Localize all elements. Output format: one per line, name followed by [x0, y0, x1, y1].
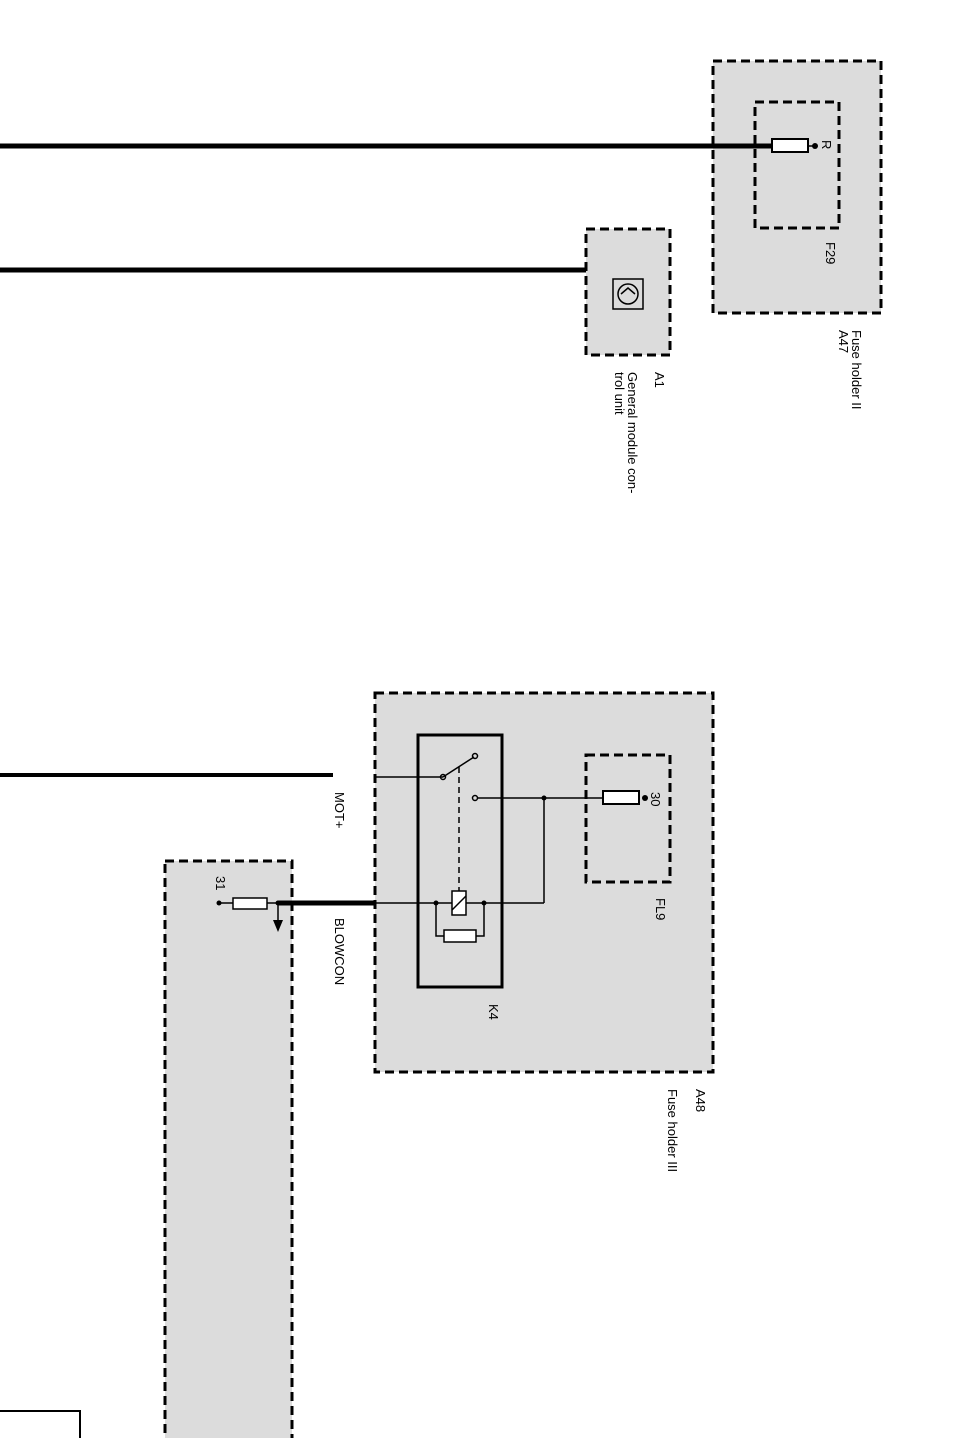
control-unit-icon-frame	[612, 278, 644, 310]
a48-name-label: Fuse holder III	[665, 1089, 680, 1172]
a48-id-label: A48	[693, 1089, 708, 1112]
a1-name-line2: trol unit	[612, 372, 627, 415]
a47-id-label: A47	[836, 330, 851, 353]
pin-r-dot	[812, 143, 818, 149]
suppression-resistor	[443, 929, 477, 943]
fuse-holder-a48: 30 K4 FL9 A48 Fuse holder III	[373, 691, 715, 1172]
signal-mot-label: MOT+	[332, 792, 347, 828]
ground-resistor	[232, 897, 268, 910]
ground-module: BLOWCON 31	[163, 859, 376, 1438]
switch-open-contact	[471, 752, 479, 760]
fuse-fl9-box	[584, 753, 672, 884]
switch-closed-contact	[471, 794, 479, 802]
pin-r-label: R	[819, 140, 834, 149]
pin-31-label: 31	[213, 876, 228, 890]
relay-k4-label: K4	[486, 1004, 501, 1020]
switch-common-contact	[439, 773, 447, 781]
control-unit-icon-circle	[617, 283, 639, 305]
fuse-fl9-label: FL9	[653, 898, 668, 920]
a1-id-label: A1	[652, 372, 667, 388]
ground-arrow-icon	[273, 920, 283, 932]
fuse-fl9-symbol	[602, 790, 640, 805]
fuse-f29-label: F29	[823, 242, 838, 264]
fuse-f29-box	[753, 100, 841, 230]
relay-k4-box	[416, 733, 504, 989]
a1-name-line1: General module con-	[625, 372, 640, 493]
fuse-f29-symbol	[771, 138, 809, 153]
control-unit-icon	[612, 278, 644, 310]
control-unit-icon-mark	[620, 287, 636, 295]
ground-module-box	[163, 859, 294, 1438]
a1-box	[584, 227, 672, 357]
fuse-holder-a47: R F29 A47 Fuse holder II	[0, 59, 883, 410]
partial-component-box	[0, 1410, 81, 1438]
pin-31-dot	[216, 900, 222, 906]
relay-coil-mark	[451, 895, 467, 911]
pin-30-dot	[642, 795, 648, 801]
signal-blowcon-label: BLOWCON	[332, 918, 347, 985]
fuse-holder-a47-box	[711, 59, 883, 315]
general-module-a1: A1 General module con- trol unit	[0, 227, 672, 493]
pin-30-label: 30	[648, 792, 663, 806]
a47-name-label: Fuse holder II	[849, 330, 864, 410]
